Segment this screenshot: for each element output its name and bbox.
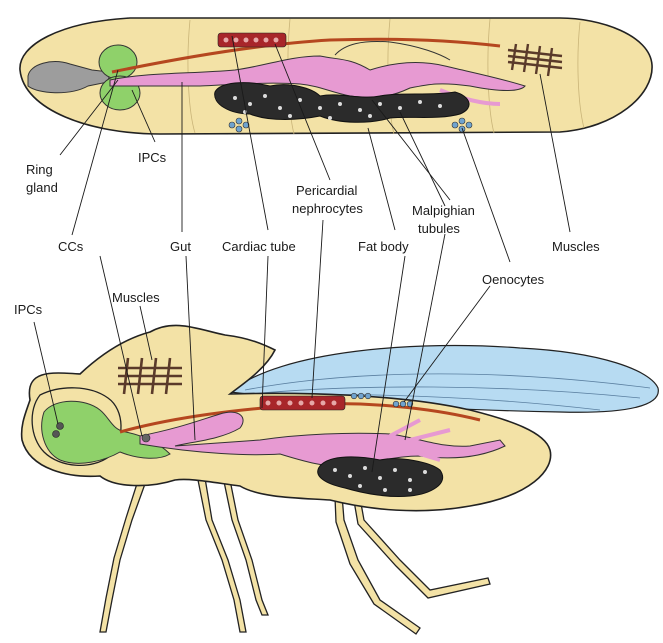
label-muscles-larva: Muscles [552, 239, 600, 254]
label-malpighian-line2: tubules [418, 221, 460, 236]
label-ipcs-larva: IPCs [138, 150, 167, 165]
label-malpighian-line1: Malpighian [412, 203, 475, 218]
larva-brain-upper [99, 45, 137, 79]
label-ipcs-adult: IPCs [14, 302, 43, 317]
label-muscles-adult: Muscles [112, 290, 160, 305]
adult-fly [22, 325, 659, 634]
larva [20, 18, 652, 134]
label-ring-gland-line1: Ring [26, 162, 53, 177]
label-oenocytes: Oenocytes [482, 272, 545, 287]
label-ring-gland-line2: gland [26, 180, 58, 195]
label-pericardial-line1: Pericardial [296, 183, 358, 198]
adult-ccs [142, 434, 150, 442]
label-fat-body: Fat body [358, 239, 409, 254]
labels: Ring gland IPCs Pericardial nephrocytes … [14, 150, 600, 317]
label-ccs: CCs [58, 239, 84, 254]
label-cardiac-tube: Cardiac tube [222, 239, 296, 254]
adult-ipcs-cell-2 [53, 431, 60, 438]
label-pericardial-line2: nephrocytes [292, 201, 363, 216]
label-gut: Gut [170, 239, 191, 254]
